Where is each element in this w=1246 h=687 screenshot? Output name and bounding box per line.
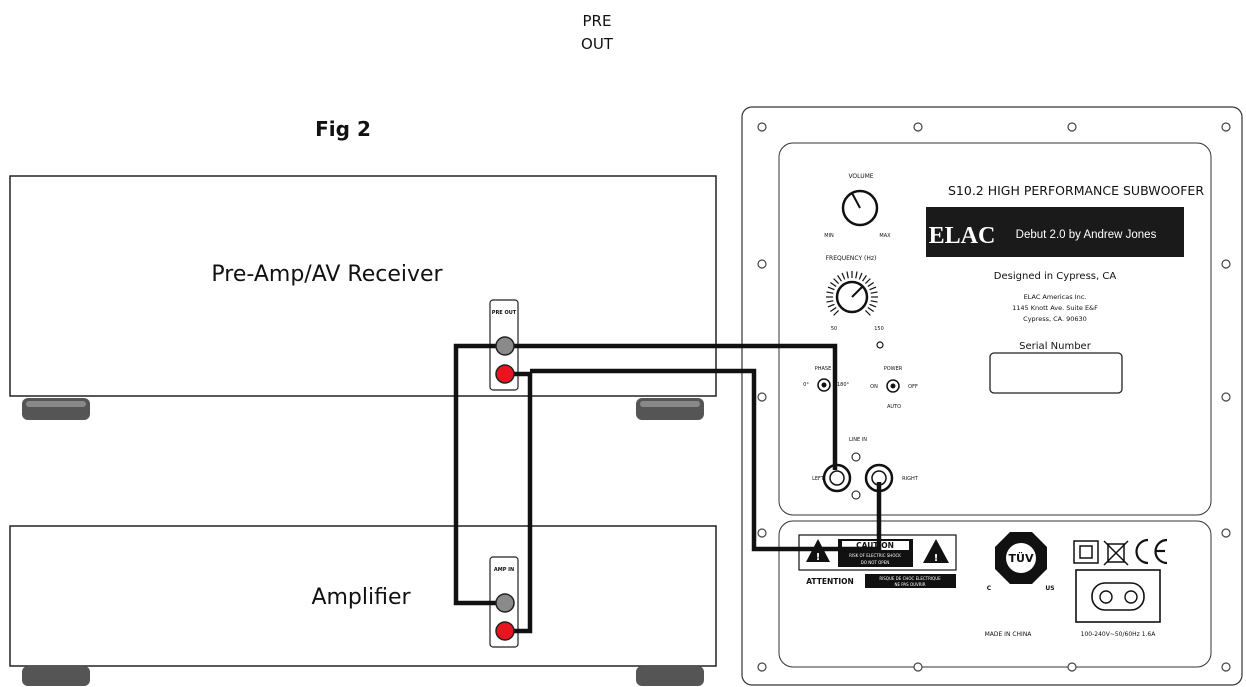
status-led [876, 341, 884, 349]
power-rating: 100-240V~50/60Hz 1.6A [1081, 631, 1157, 638]
ce-mark-icon [1135, 538, 1168, 565]
phase-b: 180° [837, 382, 850, 388]
receiver-unit: Pre-Amp/AV Receiver PRE OUT [9, 175, 717, 420]
line-in-left-label: LEFT [812, 476, 825, 482]
frequency-tick [846, 271, 849, 279]
frequency-high: 150 [874, 326, 884, 332]
cable-pre-out-grey-to-sub-left [505, 343, 838, 470]
serial-number-box [989, 352, 1123, 394]
callout-line1: PRE [583, 12, 612, 30]
frequency-tick [827, 303, 835, 308]
cable-pre-out-red-to-sub-right [530, 368, 882, 552]
callout-line2: OUT [581, 35, 614, 53]
figure-label: Fig 2 [315, 117, 371, 141]
frequency-tick [830, 307, 837, 312]
frequency-tick [865, 278, 871, 284]
frequency-low: 50 [831, 326, 837, 332]
attention-line2: NE PAS OUVRIR [894, 582, 925, 587]
frequency-tick [858, 272, 863, 280]
frequency-tick [826, 291, 834, 294]
frequency-tick [865, 310, 871, 316]
frequency-tick [837, 275, 842, 282]
weee-bin-icon [1103, 540, 1129, 566]
tuv-us: US [1045, 585, 1054, 592]
cable-pre-out-grey-to-amp [453, 343, 505, 606]
screw-holes [757, 122, 1231, 672]
brand-plate [926, 207, 1184, 257]
frequency-tick [833, 278, 839, 284]
frequency-tick [870, 300, 878, 303]
pre-out-grey-jack[interactable] [495, 336, 515, 356]
caution-line1: RISK OF ELECTRIC SHOCK [849, 553, 901, 558]
frequency-tick [827, 286, 835, 291]
frequency-tick [862, 275, 867, 282]
amplifier-jacks [495, 593, 515, 641]
frequency-tick [867, 282, 874, 287]
tuv-certification-icon: TÜV C US [987, 532, 1055, 592]
frequency-tick [870, 291, 878, 294]
power-auto: AUTO [887, 404, 901, 410]
made-in: MADE IN CHINA [985, 631, 1033, 638]
cable-pre-out-red-to-amp [505, 371, 533, 634]
line-in-right-label: RIGHT [902, 476, 919, 482]
serial-label: Serial Number [1019, 341, 1092, 352]
phase-a: 0° [803, 382, 809, 388]
tuv-mark: TÜV [1009, 551, 1034, 565]
cables [453, 343, 882, 634]
power-inlet-icon[interactable] [1075, 569, 1161, 623]
frequency-tick [841, 272, 846, 280]
amplifier-foot-right [636, 666, 704, 686]
amplifier-unit: Amplifier AMP IN [9, 525, 717, 686]
address-line1: ELAC Americas Inc. [1024, 293, 1087, 301]
frequency-tick [830, 282, 837, 287]
subwoofer-panel: VOLUME MIN MAX FREQUENCY (Hz) 50 150 PHA… [741, 106, 1243, 686]
brand-series: Debut 2.0 by Andrew Jones [1016, 229, 1157, 241]
frequency-tick [826, 300, 834, 303]
svg-text:!: ! [934, 553, 939, 564]
double-insulation-icon [1073, 540, 1099, 564]
volume-min: MIN [824, 233, 834, 239]
frequency-tick [867, 307, 874, 312]
frequency-tick [833, 310, 839, 316]
frequency-tick [869, 286, 877, 291]
model-title: S10.2 HIGH PERFORMANCE SUBWOOFER [948, 183, 1204, 198]
frequency-label: FREQUENCY (Hz) [826, 255, 877, 262]
volume-max: MAX [879, 233, 891, 239]
frequency-tick [855, 271, 858, 279]
pre-out-panel-label: PRE OUT [492, 310, 517, 316]
attention-line1: RISQUE DE CHOC ELECTRIQUE [879, 576, 941, 581]
line-in-label: LINE IN [849, 437, 867, 443]
address-line3: Cypress, CA. 90630 [1023, 315, 1087, 323]
frequency-tick [869, 303, 877, 308]
power-off: OFF [908, 384, 918, 390]
amplifier-label: Amplifier [311, 585, 411, 610]
power-on: ON [870, 384, 878, 390]
amplifier-foot-left [22, 666, 90, 686]
amp-in-red-jack[interactable] [495, 621, 515, 641]
receiver-label: Pre-Amp/AV Receiver [211, 262, 443, 287]
attention-title: ATTENTION [806, 577, 854, 586]
volume-label: VOLUME [848, 173, 873, 180]
brand-logo: ELAC [929, 223, 996, 249]
caution-label: ! ! CAUTION RISK OF ELECTRIC SHOCK DO NO… [798, 534, 957, 588]
pre-out-red-jack[interactable] [495, 364, 515, 384]
address-line2: 1145 Knott Ave. Suite E&F [1012, 304, 1098, 312]
receiver-jacks [495, 336, 515, 384]
caution-title: CAUTION [856, 541, 894, 550]
svg-text:!: ! [816, 552, 821, 563]
tuv-c: C [987, 585, 992, 592]
phase-label: PHASE [815, 366, 832, 372]
designed-in: Designed in Cypress, CA [994, 271, 1117, 282]
caution-line2: DO NOT OPEN [861, 560, 889, 565]
power-label: POWER [884, 366, 903, 372]
binding-screws [851, 452, 861, 500]
amp-in-grey-jack[interactable] [495, 593, 515, 613]
amp-in-panel-label: AMP IN [494, 567, 514, 573]
